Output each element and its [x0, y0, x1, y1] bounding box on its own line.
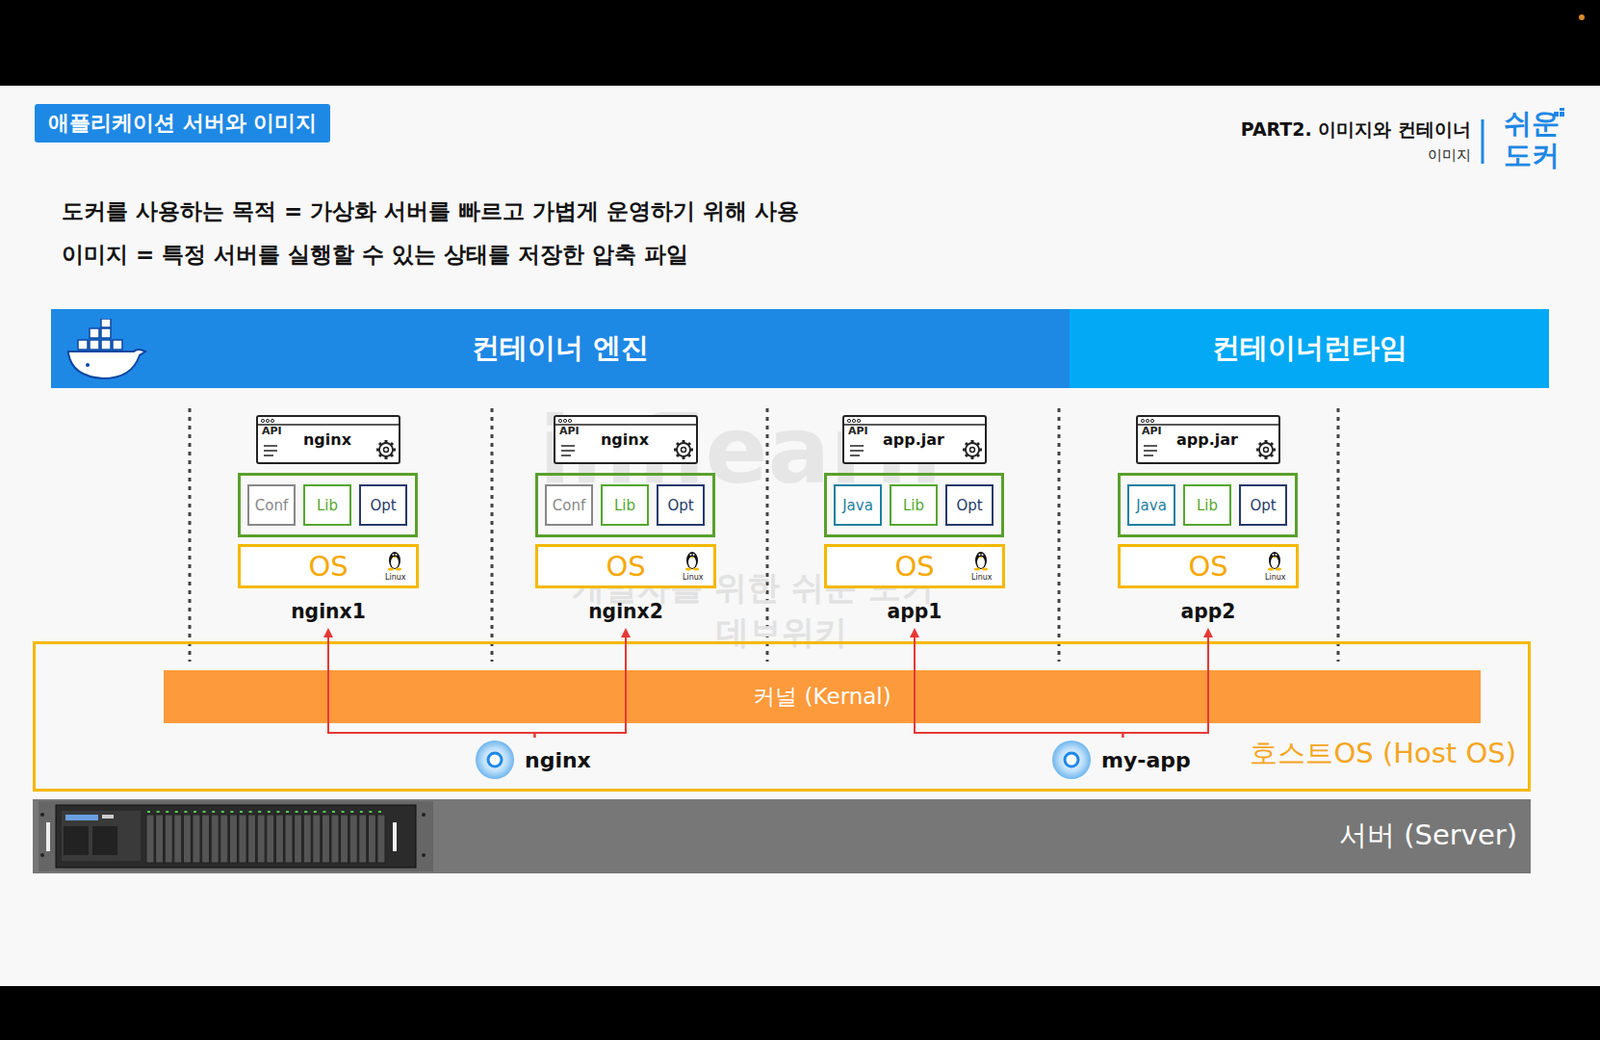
kernel-band: 커널 (Kernal)	[163, 670, 1481, 723]
layer-box: Lib	[303, 484, 352, 526]
watermark: 데브위키	[716, 610, 848, 655]
title-text: 애플리케이션 서버와 이미지	[48, 108, 317, 138]
penguin-icon	[684, 548, 700, 571]
os-box: OSLinux	[237, 543, 419, 589]
os-box: OSLinux	[1117, 543, 1299, 589]
intro-line: 도커를 사용하는 목적 = 가상화 서버를 빠르고 가볍게 운영하기 위해 사용	[61, 196, 800, 227]
container-name: nginx2	[535, 599, 717, 623]
layer-label: Java	[842, 496, 874, 515]
container-name: app1	[824, 599, 1006, 623]
part-title: PART2. 이미지와 컨테이너	[1240, 117, 1471, 143]
title-badge: 애플리케이션 서버와 이미지	[34, 103, 331, 143]
container-name: app2	[1117, 599, 1299, 623]
image-name: nginx	[284, 430, 370, 449]
container-column: app2 APIapp.jarJava Lib OptOSLinux	[1117, 409, 1299, 629]
logo-text: 도커	[1503, 139, 1560, 172]
whale-icon	[64, 318, 150, 383]
runtime-band: 컨테이너런타임	[1069, 309, 1549, 388]
layer-box: Opt	[359, 484, 408, 526]
api-label: API	[848, 425, 869, 437]
image-label: my-app	[1101, 748, 1191, 773]
intro-line: 이미지 = 특정 서버를 실행할 수 있는 상태를 저장한 압축 파일	[61, 239, 689, 270]
logo: 쉬운도커	[1503, 107, 1560, 173]
layer-box: Lib	[889, 484, 938, 526]
layer-label: Conf	[552, 496, 586, 515]
server-rack	[38, 800, 434, 872]
part-header: PART2. 이미지와 컨테이너이미지	[1240, 117, 1471, 165]
image-disc: nginx	[474, 737, 595, 782]
api-label: API	[261, 425, 283, 437]
container-column: app1 APIapp.jarJava Lib OptOSLinux	[824, 409, 1006, 629]
penguin-icon	[973, 548, 989, 571]
api-window: APInginx	[553, 414, 698, 465]
api-label: API	[1141, 425, 1162, 437]
layer-label: Lib	[903, 496, 925, 515]
os-brand: Linux	[1264, 573, 1287, 582]
logo-text: 쉬운	[1503, 107, 1560, 140]
layer-box: Conf	[544, 484, 594, 526]
image-name: app.jar	[871, 430, 956, 449]
os-box: OSLinux	[535, 543, 717, 589]
penguin-icon	[387, 548, 403, 571]
layer-box: Opt	[1238, 484, 1288, 526]
os-brand: Linux	[971, 573, 993, 582]
bottom-bar	[0, 985, 1600, 1040]
layer-label: Java	[1135, 496, 1167, 515]
layer-box: Lib	[600, 484, 649, 526]
disc-icon	[474, 739, 516, 780]
layer-box: Java	[833, 484, 882, 526]
container-column: nginx1 APInginxConf Lib OptOSLinux	[237, 409, 419, 629]
divider	[1481, 119, 1485, 164]
host-os-box: 호스트OS (Host OS) 커널 (Kernal) nginx my-app	[32, 641, 1531, 792]
host-os-label: 호스트OS (Host OS)	[1249, 734, 1517, 774]
engine-band: 컨테이너 엔진	[51, 309, 1070, 388]
image-name: nginx	[582, 430, 668, 449]
disc-icon	[1051, 739, 1092, 780]
layer-label: Opt	[667, 496, 694, 515]
api-label: API	[559, 425, 580, 437]
api-window: APInginx	[256, 414, 401, 465]
os-box: OSLinux	[824, 543, 1006, 589]
part-subtitle: 이미지	[1240, 146, 1471, 165]
penguin-icon	[1266, 548, 1283, 571]
layer-label: Opt	[369, 496, 396, 515]
layer-box: Java	[1127, 484, 1176, 526]
server-label: 서버 (Server)	[1339, 816, 1518, 855]
dot	[1578, 14, 1585, 21]
server-band: 서버 (Server)	[32, 799, 1531, 874]
container-name: nginx1	[237, 599, 419, 623]
band-label: 컨테이너 엔진	[471, 329, 649, 368]
layer-box: Lib	[1183, 484, 1232, 526]
os-brand: Linux	[385, 573, 407, 582]
layer-box: Conf	[247, 484, 296, 526]
layer-label: Opt	[955, 496, 982, 515]
top-bar	[0, 0, 1600, 86]
layer-label: Lib	[316, 496, 338, 515]
image-name: app.jar	[1164, 430, 1250, 449]
image-disc: my-app	[1051, 737, 1195, 782]
layer-label: Opt	[1249, 496, 1276, 515]
os-brand: Linux	[682, 573, 704, 582]
api-window: APIapp.jar	[1135, 414, 1281, 465]
layer-label: Conf	[255, 496, 288, 515]
api-window: APIapp.jar	[842, 414, 987, 465]
image-label: nginx	[524, 748, 592, 773]
layer-label: Lib	[614, 496, 636, 515]
layer-box: Opt	[656, 484, 705, 526]
kernel-label: 커널 (Kernal)	[752, 681, 891, 712]
container-column: nginx2 APInginxConf Lib OptOSLinux	[535, 409, 717, 629]
layer-box: Opt	[945, 484, 994, 526]
layer-label: Lib	[1196, 496, 1218, 515]
band-label: 컨테이너런타임	[1212, 329, 1408, 368]
